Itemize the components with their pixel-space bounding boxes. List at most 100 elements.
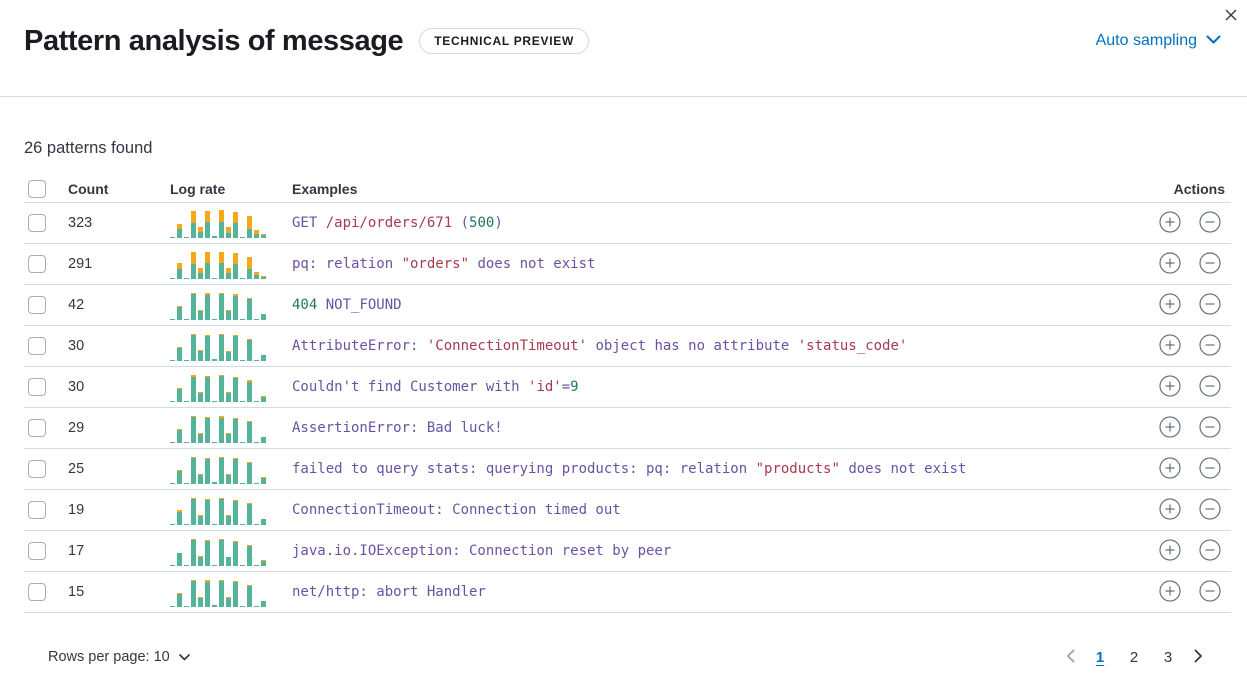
- filter-for-pattern-button[interactable]: [1159, 497, 1181, 523]
- sampling-dropdown[interactable]: Auto sampling: [1096, 32, 1221, 50]
- row-checkbox[interactable]: [28, 213, 46, 232]
- filter-for-pattern-button[interactable]: [1159, 415, 1181, 441]
- filter-out-pattern-button[interactable]: [1199, 333, 1221, 359]
- column-header-actions: Actions: [1173, 180, 1225, 197]
- filter-for-pattern-button[interactable]: [1159, 210, 1181, 234]
- filter-out-pattern-button[interactable]: [1199, 579, 1221, 605]
- table-row: 30 Couldn't find Customer with 'id'=9: [24, 367, 1231, 408]
- flyout-header: Pattern analysis of message TECHNICAL PR…: [0, 0, 1247, 97]
- plus-in-circle-icon: [1159, 251, 1181, 277]
- column-header-count: Count: [68, 180, 109, 197]
- row-checkbox[interactable]: [28, 459, 46, 478]
- log-rate-sparkline: [170, 495, 292, 530]
- pagination-page-3[interactable]: 3: [1155, 644, 1181, 670]
- row-checkbox[interactable]: [28, 254, 46, 273]
- log-rate-sparkline: [170, 413, 292, 448]
- log-rate-sparkline: [170, 290, 292, 325]
- count-value: 17: [68, 543, 85, 559]
- filter-out-pattern-button[interactable]: [1199, 374, 1221, 398]
- table-row: 17 java.io.IOException: Connection reset…: [24, 531, 1231, 572]
- filter-out-pattern-button[interactable]: [1199, 456, 1221, 480]
- filter-for-pattern-button[interactable]: [1159, 538, 1181, 564]
- minus-in-circle-icon: [1199, 333, 1221, 359]
- rows-per-page-selector[interactable]: Rows per page: 10: [48, 649, 190, 665]
- column-header-log-rate: Log rate: [170, 180, 226, 197]
- row-checkbox[interactable]: [28, 500, 46, 519]
- patterns-found-count: 26 patterns found: [24, 139, 153, 157]
- minus-in-circle-icon: [1199, 579, 1221, 605]
- plus-in-circle-icon: [1159, 538, 1181, 564]
- row-checkbox[interactable]: [28, 336, 46, 355]
- log-rate-sparkline: [170, 331, 292, 366]
- filter-out-pattern-button[interactable]: [1199, 251, 1221, 277]
- minus-in-circle-icon: [1199, 415, 1221, 441]
- count-value: 29: [68, 420, 85, 436]
- filter-out-pattern-button[interactable]: [1199, 292, 1221, 316]
- row-checkbox[interactable]: [28, 582, 46, 601]
- filter-out-pattern-button[interactable]: [1199, 497, 1221, 523]
- technical-preview-badge: TECHNICAL PREVIEW: [419, 28, 589, 54]
- filter-for-pattern-button[interactable]: [1159, 251, 1181, 277]
- pattern-analysis-flyout: Pattern analysis of message TECHNICAL PR…: [0, 0, 1247, 670]
- rows-per-page-label: Rows per page: 10: [48, 649, 170, 665]
- example-text: java.io.IOException: Connection reset by…: [292, 543, 672, 559]
- log-rate-sparkline: [170, 454, 292, 489]
- filter-for-pattern-button[interactable]: [1159, 579, 1181, 605]
- row-checkbox[interactable]: [28, 377, 46, 396]
- log-rate-sparkline: [170, 372, 292, 407]
- count-value: 323: [68, 215, 93, 231]
- page-title: Pattern analysis of message: [24, 25, 404, 57]
- example-text: 404 NOT_FOUND: [292, 297, 402, 313]
- pagination-page-2[interactable]: 2: [1121, 644, 1147, 670]
- table-row: 323 GET /api/orders/671 (500): [24, 203, 1231, 244]
- row-checkbox[interactable]: [28, 295, 46, 314]
- example-text: net/http: abort Handler: [292, 584, 486, 600]
- plus-in-circle-icon: [1159, 333, 1181, 359]
- table-row: 25 failed to query stats: querying produ…: [24, 449, 1231, 490]
- row-checkbox[interactable]: [28, 418, 46, 437]
- pagination-next-button[interactable]: [1185, 644, 1211, 670]
- count-value: 25: [68, 461, 85, 477]
- plus-in-circle-icon: [1159, 456, 1181, 482]
- filter-for-pattern-button[interactable]: [1159, 333, 1181, 359]
- filter-for-pattern-button[interactable]: [1159, 456, 1181, 482]
- example-text: AttributeError: 'ConnectionTimeout' obje…: [292, 338, 908, 354]
- filter-out-pattern-button[interactable]: [1199, 415, 1221, 441]
- pagination-page-1[interactable]: 1: [1087, 644, 1113, 670]
- count-value: 30: [68, 338, 85, 354]
- flyout-body: 26 patterns found Count Log rate Example…: [0, 97, 1247, 670]
- close-button[interactable]: [1219, 4, 1243, 28]
- minus-in-circle-icon: [1199, 251, 1221, 277]
- chevron-right-icon: [1194, 649, 1203, 666]
- example-text: ConnectionTimeout: Connection timed out: [292, 502, 621, 518]
- filter-for-pattern-button[interactable]: [1159, 374, 1181, 398]
- table-row: 291 pq: relation "orders" does not exist: [24, 244, 1231, 285]
- table-body: 323 GET /api/orders/671 (500) 291: [24, 203, 1231, 613]
- table-row: 30 AttributeError: 'ConnectionTimeout' o…: [24, 326, 1231, 367]
- plus-in-circle-icon: [1159, 497, 1181, 523]
- plus-in-circle-icon: [1159, 415, 1181, 441]
- row-checkbox[interactable]: [28, 541, 46, 560]
- filter-out-pattern-button[interactable]: [1199, 538, 1221, 562]
- count-value: 15: [68, 584, 85, 600]
- log-rate-sparkline: [170, 536, 292, 571]
- count-value: 42: [68, 297, 85, 313]
- count-value: 291: [68, 256, 93, 272]
- select-all-checkbox[interactable]: [28, 179, 46, 198]
- example-text: AssertionError: Bad luck!: [292, 420, 503, 436]
- table-row: 29 AssertionError: Bad luck!: [24, 408, 1231, 449]
- pagination-previous-button: [1057, 644, 1083, 670]
- plus-in-circle-icon: [1159, 579, 1181, 605]
- table-row: 19 ConnectionTimeout: Connection timed o…: [24, 490, 1231, 531]
- log-rate-sparkline: [170, 208, 292, 243]
- example-text: pq: relation "orders" does not exist: [292, 256, 596, 272]
- example-text: failed to query stats: querying products…: [292, 461, 967, 477]
- filter-out-pattern-button[interactable]: [1199, 210, 1221, 234]
- log-rate-sparkline: [170, 577, 292, 612]
- filter-for-pattern-button[interactable]: [1159, 292, 1181, 316]
- patterns-table: Count Log rate Examples Actions 323 GET …: [24, 175, 1231, 613]
- close-icon: [1223, 7, 1239, 26]
- minus-in-circle-icon: [1199, 497, 1221, 523]
